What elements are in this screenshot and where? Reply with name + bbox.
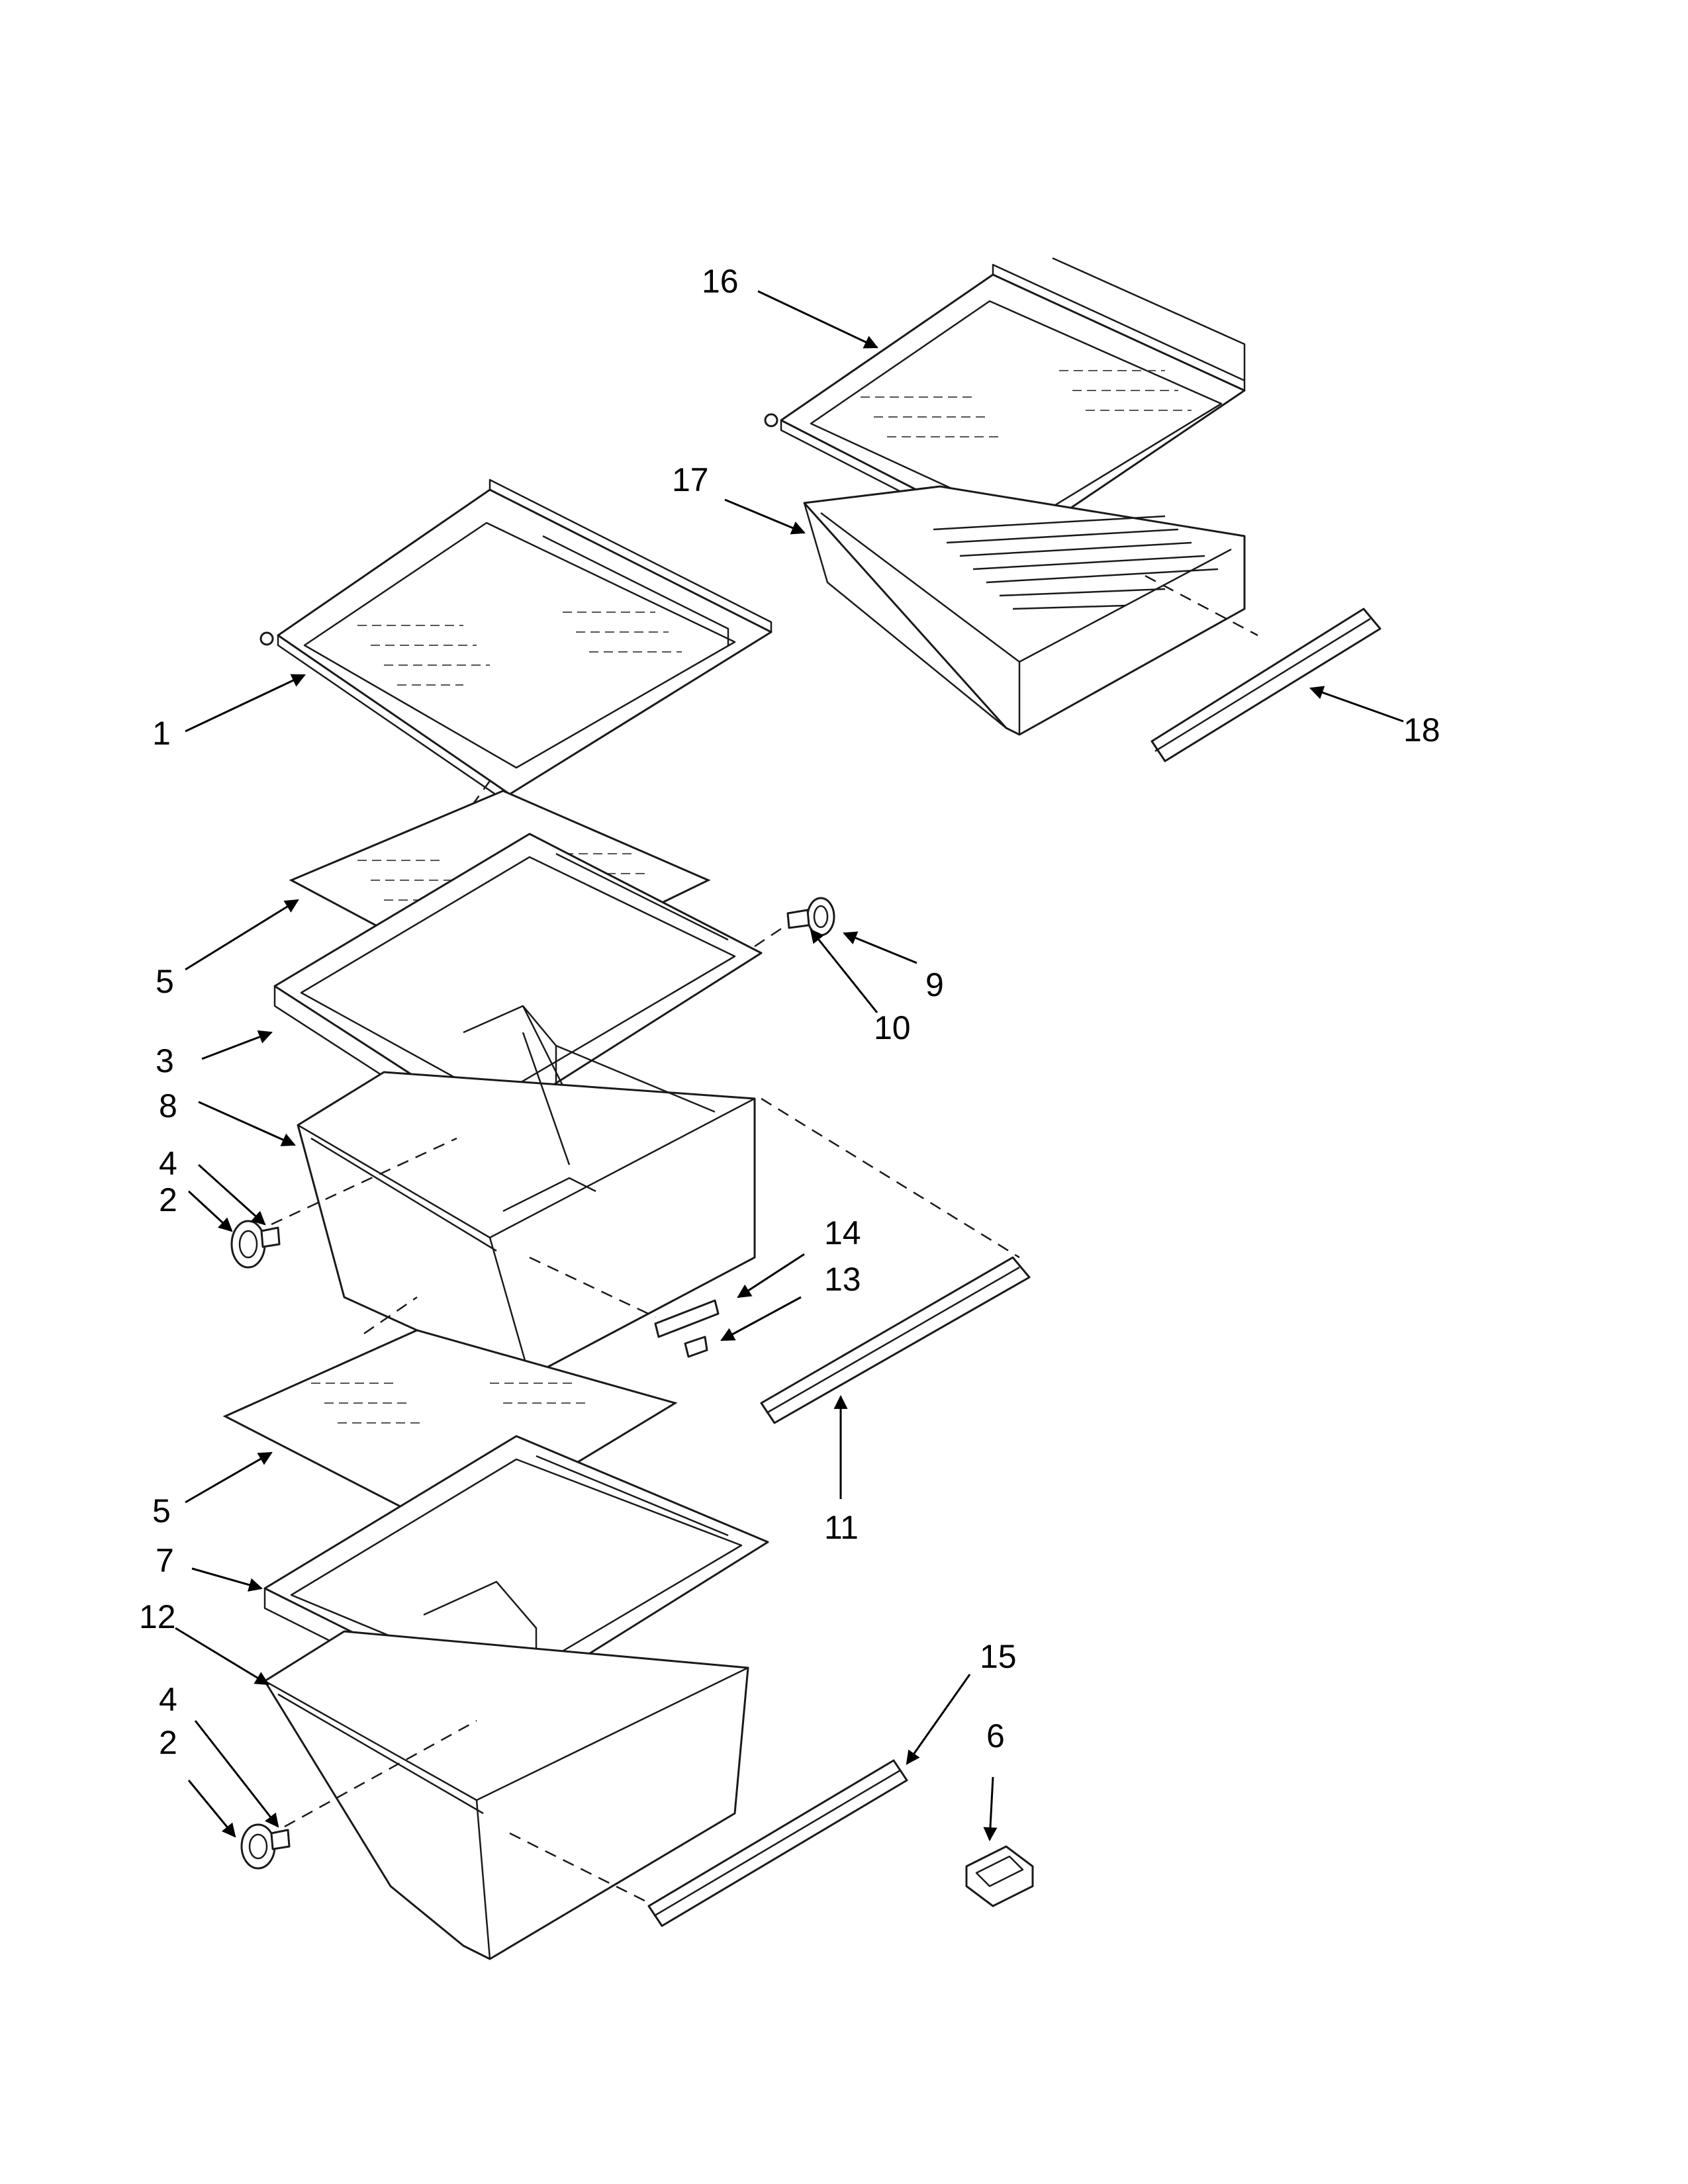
leader-18 (1309, 686, 1404, 723)
part-2-roller-lower (240, 1823, 276, 1870)
leader-9 (843, 931, 917, 964)
part-18-trim (1150, 608, 1382, 762)
leader-12 (175, 1627, 269, 1686)
part-4-screw-lower (270, 1829, 291, 1850)
part-11-trim (760, 1256, 1031, 1424)
leader-14 (737, 1253, 805, 1298)
leader-2a (187, 1190, 233, 1232)
part-17-crisper-pan (803, 485, 1246, 736)
assembly-line-5-lower (363, 1296, 418, 1335)
leader-2b (187, 1780, 236, 1838)
leader-6 (983, 1776, 998, 1842)
leader-1 (185, 674, 306, 733)
leader-4b (194, 1720, 279, 1828)
leader-17 (724, 498, 806, 535)
assembly-line-2-lower (284, 1719, 477, 1828)
assembly-line-11 (761, 1097, 1020, 1259)
part-10-screw (786, 909, 810, 929)
assembly-line-15 (509, 1832, 656, 1907)
callout-12: 12 (139, 1598, 176, 1635)
leader-5b (185, 1451, 273, 1504)
callout-5b: 5 (152, 1492, 171, 1529)
part-12-crisper-drawer (263, 1630, 749, 1960)
callout-10: 10 (874, 1009, 911, 1046)
callout-labels: 16 17 18 1 5 3 9 10 8 4 2 14 13 11 5 7 1… (139, 263, 1440, 1761)
callout-4b: 4 (159, 1681, 177, 1718)
callout-2a: 2 (159, 1181, 177, 1218)
callout-1: 1 (152, 715, 171, 752)
leader-8 (198, 1101, 296, 1146)
part-4-screw-upper (260, 1226, 281, 1248)
leader-arrows (175, 290, 1404, 1842)
assembly-line-2-upper (271, 1137, 457, 1226)
part-13-clip (684, 1336, 708, 1358)
part-15-trim (647, 1759, 908, 1927)
part-6-clip (965, 1845, 1034, 1907)
callout-17: 17 (672, 461, 709, 498)
callout-7: 7 (156, 1542, 174, 1579)
callout-2b: 2 (159, 1724, 177, 1761)
callout-16: 16 (702, 263, 739, 300)
part-1-shelf-frame (259, 478, 773, 805)
callout-8: 8 (159, 1087, 177, 1124)
leader-16 (757, 290, 878, 349)
leader-7 (191, 1567, 263, 1592)
part-8-crisper-drawer (297, 1032, 756, 1378)
callout-3: 3 (156, 1042, 174, 1079)
part-5-glass-lower (222, 1329, 678, 1537)
leader-15 (906, 1674, 971, 1765)
assembly-line-18 (1145, 574, 1258, 637)
part-14-label (654, 1299, 720, 1338)
part-2-roller-upper (230, 1220, 266, 1269)
leader-5a (185, 899, 299, 971)
callout-6: 6 (986, 1717, 1005, 1754)
leader-3 (201, 1030, 273, 1060)
callout-4a: 4 (159, 1145, 177, 1182)
leader-10 (810, 929, 878, 1013)
leader-4a (197, 1163, 266, 1226)
assembly-line-9 (754, 925, 785, 948)
callout-9: 9 (925, 966, 944, 1003)
callout-11: 11 (824, 1509, 859, 1546)
callout-13: 13 (824, 1261, 861, 1298)
leader-13 (720, 1296, 802, 1342)
callout-18: 18 (1403, 711, 1440, 749)
callout-14: 14 (824, 1214, 861, 1251)
assembly-line-14 (529, 1256, 656, 1318)
callout-5a: 5 (156, 963, 174, 1000)
callout-15: 15 (980, 1638, 1017, 1675)
